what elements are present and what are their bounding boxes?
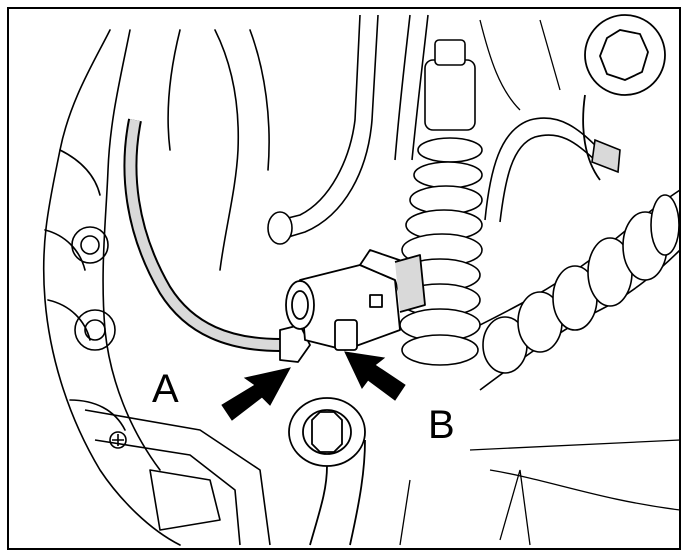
callout-label-a: A <box>152 367 179 411</box>
rubber-boot <box>399 39 483 366</box>
sensor-wire-right <box>484 117 621 223</box>
sensor-wire-a <box>123 118 311 363</box>
hex-nut-top-right <box>582 14 666 181</box>
callout-label-b: B <box>428 403 455 447</box>
bracket-plate <box>84 409 271 546</box>
hex-bolt <box>288 397 366 546</box>
brake-pipe <box>267 14 429 245</box>
sensor-connector <box>285 249 426 351</box>
corrugated-hose <box>469 189 681 391</box>
arrow-a <box>221 367 291 421</box>
background-lines <box>399 19 681 546</box>
caliper-housing <box>42 29 270 546</box>
frame-border <box>7 7 681 550</box>
arrow-b <box>344 351 406 401</box>
